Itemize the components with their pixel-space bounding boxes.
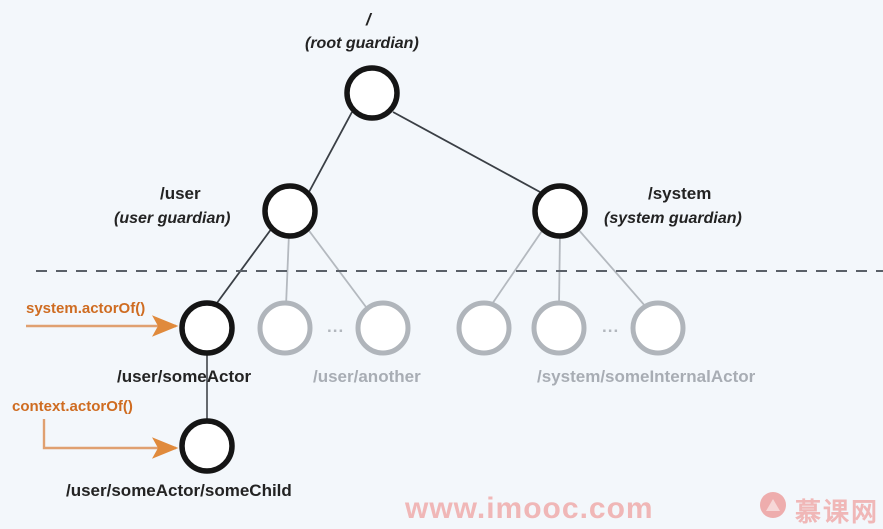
edge-system-to-child1 (489, 227, 545, 308)
node-system-guardian[interactable] (532, 183, 588, 239)
diagram-canvas (26, 65, 883, 474)
annotation-context-actorof: context.actorOf() (12, 398, 133, 415)
ellipsis-user-row: ... (327, 317, 345, 336)
root-guardian-label: (root guardian) (305, 35, 419, 52)
ellipsis-system-row: ... (602, 317, 620, 336)
user-guardian-sub-label: (user guardian) (114, 210, 231, 227)
label-some-child-path: /user/someActor/someChild (66, 481, 292, 500)
arrow-context-actorof (42, 419, 179, 459)
node-system-child-2[interactable] (531, 300, 587, 356)
watermark-brand-text: 慕课网 (795, 497, 880, 527)
watermark-logo-icon (760, 492, 786, 518)
user-guardian-path-label: /user (160, 184, 201, 203)
label-some-actor-path: /user/someActor (117, 367, 252, 386)
edge-user-to-child2 (285, 232, 290, 307)
node-some-actor[interactable] (179, 300, 235, 356)
edge-system-to-child2 (558, 232, 561, 307)
label-user-another-path: /user/another (313, 367, 421, 386)
node-some-child[interactable] (179, 418, 235, 474)
edge-group-root (308, 111, 541, 193)
label-system-internal-actor-path: /system/someInternalActor (537, 367, 756, 386)
edge-group-user (213, 227, 367, 308)
edge-root-to-user (308, 111, 353, 193)
node-user-another[interactable] (355, 300, 411, 356)
system-guardian-path-label: /system (648, 184, 712, 203)
root-slash-label: / (366, 10, 371, 29)
node-system-internal-actor[interactable] (630, 300, 686, 356)
node-user-child-placeholder[interactable] (257, 300, 313, 356)
annotation-system-actorof: system.actorOf() (26, 300, 146, 317)
node-user-guardian[interactable] (262, 183, 318, 239)
node-system-child-1[interactable] (456, 300, 512, 356)
edge-root-to-system (392, 111, 541, 193)
edge-user-to-another (306, 227, 367, 308)
actor-hierarchy-diagram: / (root guardian) /user (user guardian) … (12, 10, 883, 527)
node-root-guardian[interactable] (344, 65, 400, 121)
system-guardian-sub-label: (system guardian) (604, 210, 742, 227)
edge-system-to-child3 (576, 227, 647, 308)
edge-group-system (489, 227, 647, 308)
watermark-site-text: www.imooc.com (405, 492, 654, 525)
edge-user-to-someactor (213, 227, 273, 308)
